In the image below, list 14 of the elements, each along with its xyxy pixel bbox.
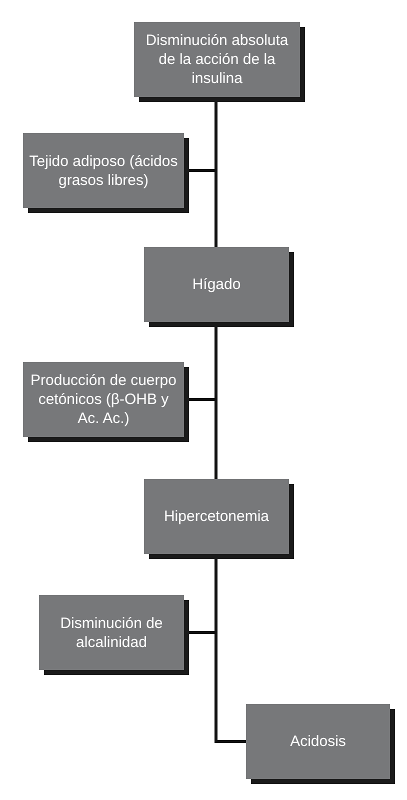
box-label: Disminución de alcalinidad bbox=[59, 614, 164, 652]
box-label: Acidosis bbox=[290, 732, 346, 751]
process-box bbox=[246, 704, 390, 779]
box-label: Hipercetonemia bbox=[164, 507, 270, 526]
process-box bbox=[23, 362, 184, 437]
process-box bbox=[144, 479, 289, 554]
process-box bbox=[134, 22, 300, 97]
process-box bbox=[144, 247, 289, 322]
box-label: Producción de cuerpo cetónicos (β-OHB y Ac. Ac.) bbox=[30, 371, 178, 428]
box-label: Tejido adiposo (ácidos grasos libres) bbox=[28, 152, 179, 190]
box-label: Disminución absoluta de la acción de la insulina bbox=[144, 31, 290, 88]
process-box bbox=[39, 595, 184, 670]
box-label: Hígado bbox=[192, 275, 241, 294]
process-box bbox=[23, 133, 184, 208]
